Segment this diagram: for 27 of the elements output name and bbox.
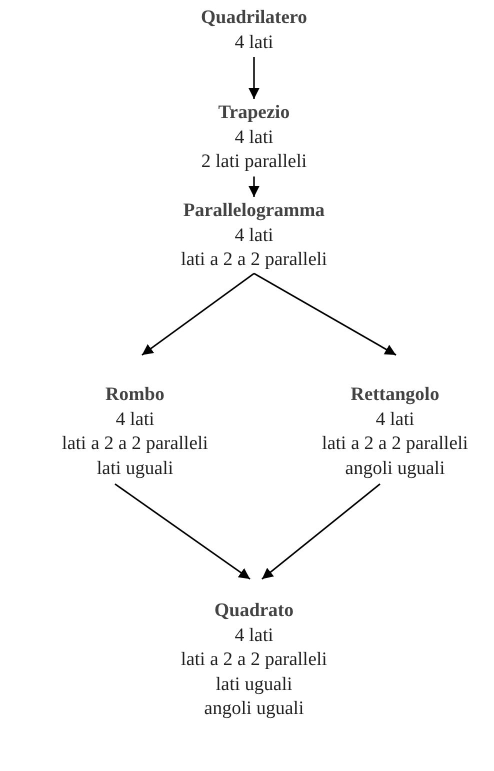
- arrow: [248, 57, 260, 99]
- property-text: 2 lati paralleli: [201, 150, 307, 174]
- arrow: [254, 272, 396, 356]
- arrow: [248, 176, 260, 197]
- property-text: 4 lati: [234, 30, 274, 54]
- arrow: [142, 272, 254, 356]
- property-text: 4 lati: [234, 224, 274, 248]
- property-text: lati a 2 a 2 paralleli: [180, 248, 328, 272]
- property-text: lati uguali: [96, 456, 174, 480]
- property-text: angoli uguali: [204, 697, 304, 721]
- property-text: 4 lati: [234, 624, 274, 648]
- shape-name: Rettangolo: [350, 383, 440, 407]
- shape-name: Quadrato: [214, 599, 294, 623]
- property-text: lati a 2 a 2 paralleli: [322, 432, 468, 456]
- property-text: 4 lati: [234, 126, 274, 150]
- property-text: lati uguali: [216, 672, 292, 696]
- shape-name: Rombo: [105, 383, 165, 407]
- shape-name: Parallelogramma: [183, 199, 325, 223]
- shape-name: Quadrilatero: [200, 6, 308, 30]
- property-text: lati a 2 a 2 paralleli: [180, 648, 328, 672]
- property-text: lati a 2 a 2 paralleli: [62, 432, 208, 456]
- arrow: [262, 483, 380, 580]
- property-text: 4 lati: [116, 408, 154, 432]
- property-text: angoli uguali: [345, 456, 445, 480]
- shape-name: Trapezio: [218, 101, 290, 125]
- arrow: [114, 483, 250, 580]
- property-text: 4 lati: [376, 408, 414, 432]
